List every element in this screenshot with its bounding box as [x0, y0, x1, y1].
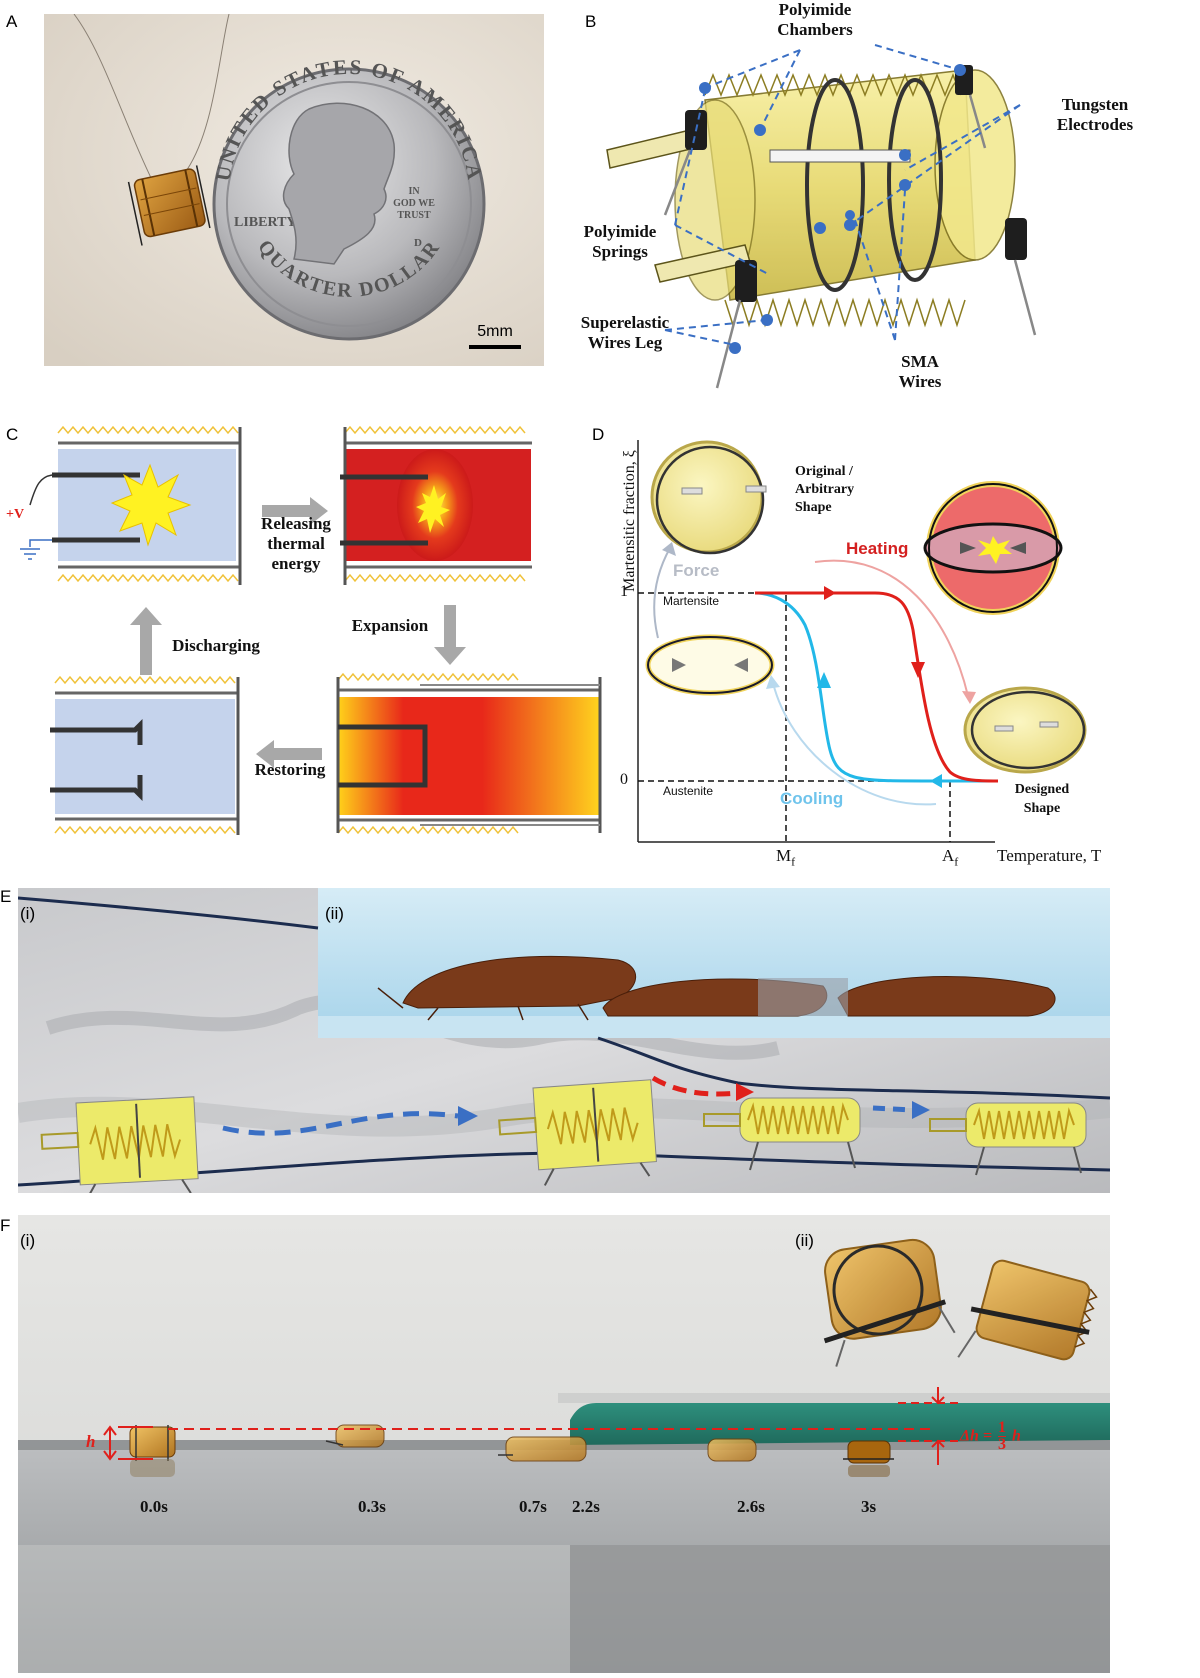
step-expansion: Expansion: [351, 616, 429, 635]
label-tungsten-electrodes: Tungsten Electrodes: [1056, 95, 1134, 134]
panel-e-image: [16, 888, 1112, 1202]
time-label-3: 2.2s: [572, 1497, 600, 1516]
martensite-label: Martensite: [663, 594, 720, 608]
robot-frame-4: [843, 1440, 894, 1477]
coin-mint: D: [414, 237, 422, 249]
label-superelastic-legs: Superelastic Wires Leg: [580, 313, 670, 352]
step-releasing: Releasing thermal energy: [261, 514, 331, 573]
panel-e-sub-i: (i): [20, 904, 36, 923]
robot-compressed-1: [703, 1097, 861, 1171]
original-shape-ring: [650, 440, 767, 555]
cycle-box-expansion: [336, 673, 602, 834]
x-axis-label: Temperature, T: [997, 846, 1102, 865]
green-step: [570, 1403, 1110, 1445]
panel-f-sub-ii: (ii): [795, 1231, 814, 1250]
panel-a-photo: UNITED STATES OF AMERICA QUARTER DOLLAR …: [44, 13, 544, 366]
panel-f-image: [18, 1215, 1110, 1673]
robot-photo: [127, 165, 211, 246]
panel-c-cycle: [0, 415, 620, 845]
robot-frame-3: [707, 1438, 757, 1462]
cycle-box-releasing: [340, 426, 532, 585]
label-polyimide-chambers: Polyimide Chambers: [777, 0, 853, 39]
label-polyimide-springs: Polyimide Springs: [583, 222, 657, 261]
cycle-box-charging: [20, 426, 242, 585]
panel-f-letter: F: [0, 1216, 11, 1235]
coin-motto-2: GOD WE: [393, 198, 435, 209]
designed-shape-ring: [963, 686, 1087, 774]
heating-shape: [923, 481, 1063, 615]
robot-frame-2: [498, 1436, 587, 1462]
tick-one: 1: [620, 583, 628, 600]
robot-uncompressed-2: [498, 1078, 658, 1186]
label-sma-wires: SMA Wires: [898, 352, 942, 391]
hysteresis-chart-svg: [637, 440, 1087, 843]
tick-zero: 0: [620, 771, 628, 788]
robot-frame-0: [129, 1425, 176, 1477]
delta-h-label: Δh = 1 3 h: [960, 1419, 1021, 1453]
cycle-box-restoring: [50, 676, 240, 835]
robot-schematic-svg: [606, 44, 1037, 389]
robot-compressed-2: [929, 1102, 1087, 1176]
step-discharging: Discharging: [172, 636, 260, 655]
mf-label: Mf: [776, 846, 796, 869]
voltage-label: +V: [6, 507, 25, 522]
panel-e-sub-ii: (ii): [325, 904, 344, 923]
robot-uncompressed-1: [40, 1095, 200, 1202]
panel-b-letter: B: [585, 12, 597, 31]
robot-inset-left: [823, 1238, 956, 1367]
robot-frame-1: [325, 1424, 385, 1448]
compressed-shape: [645, 634, 775, 696]
time-label-5: 3s: [861, 1497, 877, 1516]
panel-e-letter: E: [0, 887, 12, 906]
panel-d-chart: [600, 400, 1200, 880]
designed-shape-label: Designed Shape: [1014, 782, 1070, 816]
panel-f-sub-i: (i): [20, 1231, 36, 1250]
panel-b-diagram: [555, 0, 1200, 400]
heating-label: Heating: [846, 539, 909, 558]
robot-inset-right: [957, 1259, 1098, 1361]
time-label-0: 0.0s: [140, 1497, 168, 1516]
austenite-label: Austenite: [663, 784, 714, 798]
panel-d-letter: D: [592, 425, 605, 444]
scale-bar-label: 5mm: [477, 323, 513, 340]
panel-a-letter: A: [6, 12, 18, 31]
coin-portrait: [282, 102, 396, 265]
panel-c-letter: C: [6, 425, 19, 444]
original-shape-label: Original / Arbitrary Shape: [795, 464, 855, 515]
time-label-2: 0.7s: [519, 1497, 547, 1516]
h-label: h: [86, 1432, 96, 1451]
coin-photo-svg: UNITED STATES OF AMERICA QUARTER DOLLAR …: [44, 13, 544, 366]
cooling-label: Cooling: [780, 789, 844, 808]
time-label-4: 2.6s: [737, 1497, 765, 1516]
cycle-diagram-svg: [20, 426, 602, 835]
coin-liberty: LIBERTY: [234, 215, 297, 230]
force-label: Force: [673, 561, 720, 580]
step-climb-svg: [18, 1215, 1110, 1673]
coin-motto-3: TRUST: [397, 210, 431, 221]
coin-motto-1: IN: [408, 186, 420, 197]
af-label: Af: [942, 846, 959, 869]
step-restoring: Restoring: [254, 760, 326, 779]
time-label-1: 0.3s: [358, 1497, 386, 1516]
crevice-scene-svg: [16, 888, 1112, 1202]
